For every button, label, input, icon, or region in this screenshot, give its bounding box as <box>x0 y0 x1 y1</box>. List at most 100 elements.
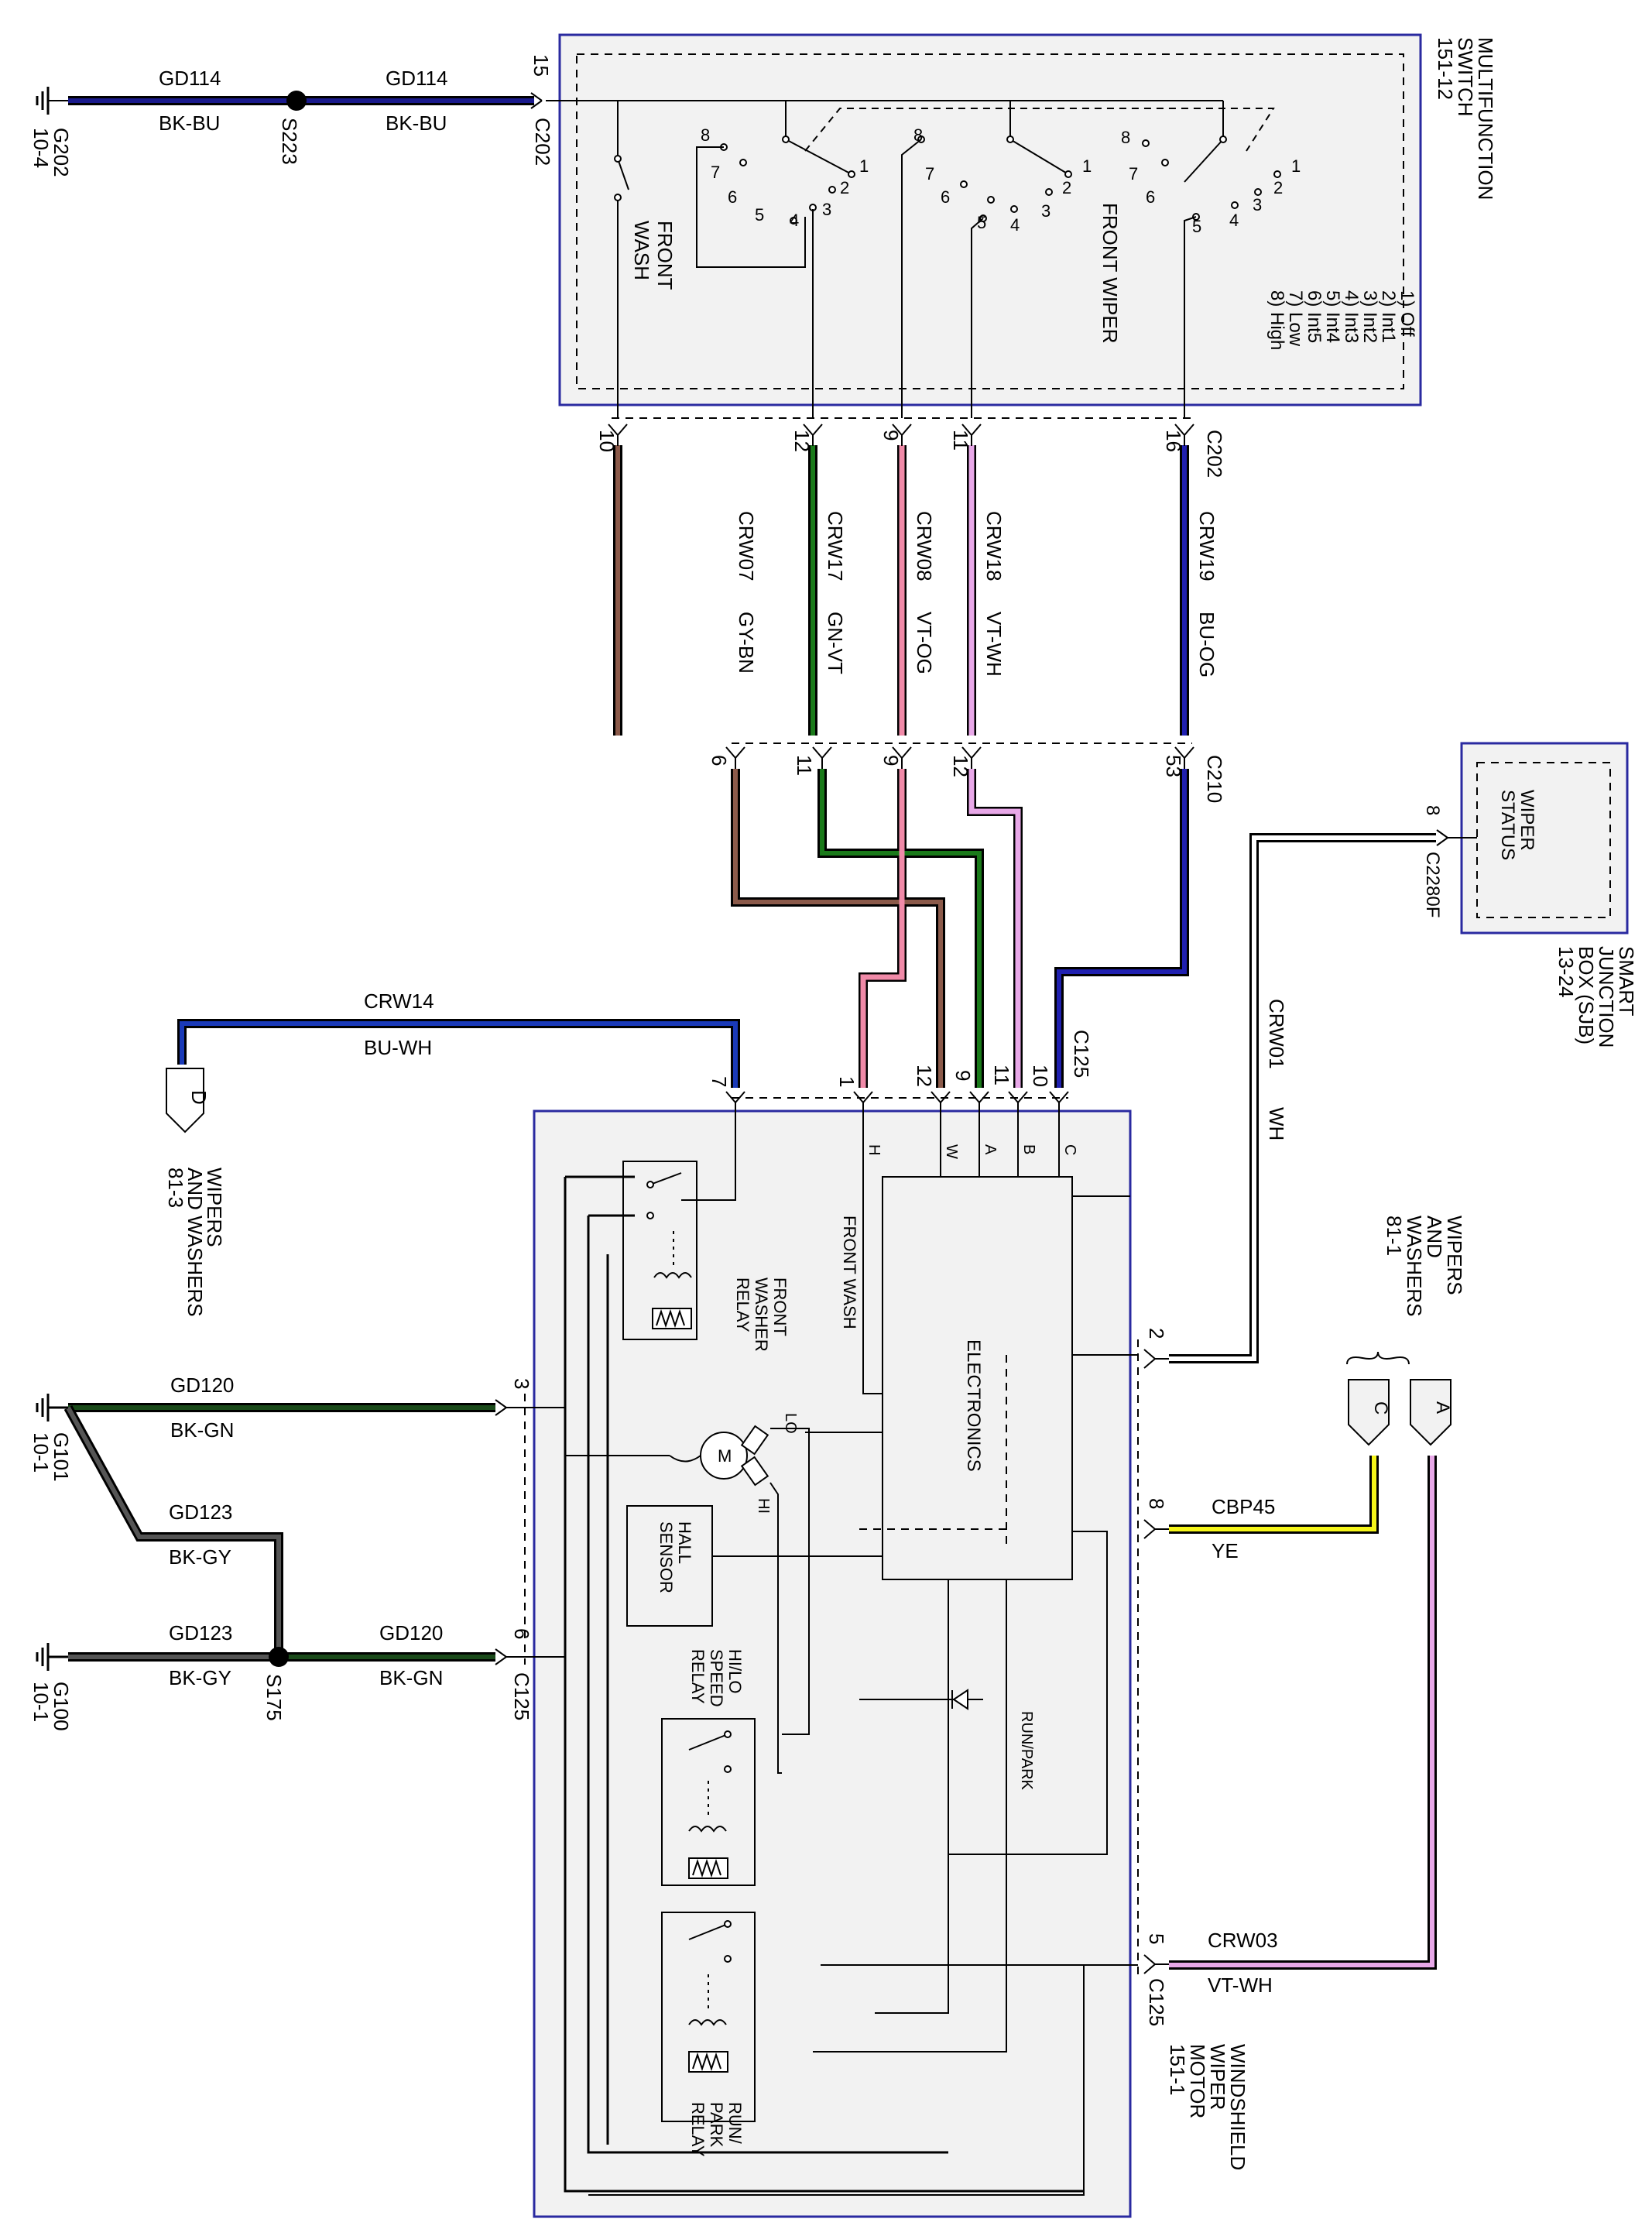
svg-text:SMART: SMART <box>1615 946 1638 1017</box>
svg-text:2) Int1: 2) Int1 <box>1378 290 1399 343</box>
wh-label: WH <box>1265 1107 1288 1140</box>
hall-sensor-label: HALL SENSOR <box>656 1521 694 1593</box>
svg-text:1) Off: 1) Off <box>1397 290 1417 337</box>
pin-letter-c: C <box>1061 1144 1078 1155</box>
bu-wh-label: BU-WH <box>364 1036 432 1059</box>
cbp45-wire: CBP45 YE <box>1169 1456 1379 1562</box>
gd120-label-top: GD120 <box>170 1373 234 1397</box>
ground-g100: G100 <box>50 1682 73 1731</box>
contact-5: 5 <box>1192 217 1201 236</box>
connector-c202-label-2: C202 <box>1203 430 1226 478</box>
svg-text:FRONT: FRONT <box>770 1277 790 1336</box>
crw08-label: CRW08 <box>913 511 936 581</box>
bk-gy-label-bottom: BK-GY <box>169 1666 231 1689</box>
svg-text:151-12: 151-12 <box>1434 37 1457 100</box>
crw03-label: CRW03 <box>1208 1929 1278 1952</box>
crw14-label: CRW14 <box>364 989 434 1013</box>
contact-4: 4 <box>1010 215 1020 235</box>
run-park-label: RUN/PARK <box>1018 1711 1035 1791</box>
connector-c210-label: C210 <box>1203 755 1226 803</box>
wiper-motor-symbol: M LO HI <box>565 1413 810 1774</box>
bk-gn-label-bottom: BK-GN <box>379 1666 443 1689</box>
contact-8: 8 <box>913 125 923 145</box>
wipers-c-flag <box>1348 1379 1390 1446</box>
pin-letter-w: W <box>943 1144 960 1159</box>
svg-text:3) Int2: 3) Int2 <box>1359 290 1380 343</box>
svg-text:81-1: 81-1 <box>1383 1216 1406 1256</box>
ground-g202: G202 <box>50 128 73 177</box>
svg-text:HALL: HALL <box>675 1521 694 1564</box>
pin-c202-10: 10 <box>595 430 619 452</box>
contact-3: 3 <box>1253 195 1262 214</box>
svg-text:WIPER: WIPER <box>1206 2044 1229 2110</box>
run-park-relay-label: RUN/ PARK RELAY <box>688 2102 745 2157</box>
contact-1: 1 <box>1082 156 1092 176</box>
vt-wh-label: VT-WH <box>982 612 1006 677</box>
svg-text:SPEED: SPEED <box>707 1649 726 1707</box>
connector-c125-label-top: C125 <box>1070 1030 1093 1078</box>
contact-7: 7 <box>711 163 720 182</box>
front-wash-label-2: WASH <box>630 221 653 280</box>
crw14-wire: CRW14 BU-WH D WIPERS AND WASHERS 81-3 <box>164 989 740 1317</box>
pin-c202-11: 11 <box>949 430 972 451</box>
connector-c125-label-left: C125 <box>510 1672 533 1720</box>
svg-text:5) Int4: 5) Int4 <box>1322 290 1343 343</box>
svg-text:WIPERS: WIPERS <box>203 1168 226 1247</box>
svg-text:RELAY: RELAY <box>688 1649 708 1704</box>
svg-text:RELAY: RELAY <box>688 2102 708 2157</box>
contact-6: 6 <box>728 187 737 207</box>
svg-text:RUN/: RUN/ <box>725 2102 745 2145</box>
wipers-d-reference: WIPERS AND WASHERS 81-3 <box>164 1168 226 1317</box>
wiper-status-label-2: STATUS <box>1497 790 1518 860</box>
front-wash-internal-label: FRONT WASH <box>840 1216 859 1329</box>
cbp45-label: CBP45 <box>1212 1495 1275 1518</box>
hi-label: HI <box>755 1498 772 1514</box>
front-wiper-label: FRONT WIPER <box>1098 203 1122 344</box>
crw07-label: CRW07 <box>735 511 758 581</box>
crw17-label: CRW17 <box>824 511 847 581</box>
contact-7: 7 <box>925 164 934 183</box>
windshield-wiper-motor: ELECTRONICS <box>524 1030 1249 2218</box>
front-wash-label-1: FRONT <box>653 221 677 290</box>
svg-text:13-24: 13-24 <box>1554 946 1578 998</box>
svg-text:8) High: 8) High <box>1266 290 1287 350</box>
svg-text:BOX (SJB): BOX (SJB) <box>1575 946 1598 1044</box>
gd114-label-left: GD114 <box>159 67 221 90</box>
contact-2: 2 <box>1062 178 1071 197</box>
wipers-ca-reference: C A WIPERS AND WASHERS 81-1 <box>1346 1216 1466 1446</box>
pin-letter-a: A <box>982 1144 999 1155</box>
svg-text:151-1: 151-1 <box>1166 2044 1189 2096</box>
position-legend: 1) Off 2) Int1 3) Int2 4) Int3 5) Int4 6… <box>1266 290 1417 350</box>
svg-text:PARK: PARK <box>707 2102 726 2148</box>
pin-c2280f-8: 8 <box>1422 805 1443 815</box>
gn-vt-label: GN-VT <box>824 612 847 674</box>
svg-text:MULTIFUNCTION: MULTIFUNCTION <box>1474 37 1497 200</box>
bk-bu-label-left: BK-BU <box>159 111 220 135</box>
splice-s175 <box>269 1647 289 1667</box>
crw18-label: CRW18 <box>982 511 1006 581</box>
pin-c202-15: 15 <box>530 54 553 77</box>
vt-wh-label-2: VT-WH <box>1208 1974 1273 1997</box>
wipers-a-flag <box>1410 1379 1451 1446</box>
contact-1: 1 <box>1291 156 1301 176</box>
pin-c202-9: 9 <box>879 430 903 441</box>
svg-text:JUNCTION: JUNCTION <box>1595 946 1618 1048</box>
contact-6: 6 <box>1146 187 1155 207</box>
pin-c202-12: 12 <box>790 430 814 452</box>
wipers-d-letter: D <box>187 1090 211 1105</box>
svg-text:WINDSHIELD: WINDSHIELD <box>1226 2044 1249 2170</box>
splice-s223-label: S223 <box>278 118 301 165</box>
sjb-title: SMART JUNCTION BOX (SJB) 13-24 <box>1554 946 1638 1048</box>
svg-text:6) Int5: 6) Int5 <box>1304 290 1325 343</box>
ye-label: YE <box>1212 1539 1239 1562</box>
harness-c202-c210: 10 12 9 11 16 C202 CRW07 GY-BN CRW17 GN-… <box>595 417 1226 803</box>
svg-text:WIPERS: WIPERS <box>1443 1216 1466 1295</box>
harness-c210-c125 <box>731 769 1189 1088</box>
splice-s223 <box>286 91 307 111</box>
svg-text:SENSOR: SENSOR <box>656 1521 676 1593</box>
crw19-label: CRW19 <box>1195 511 1218 581</box>
gy-bn-label: GY-BN <box>735 612 758 674</box>
contact-3: 3 <box>1041 201 1050 221</box>
svg-text:AND: AND <box>1423 1216 1446 1258</box>
